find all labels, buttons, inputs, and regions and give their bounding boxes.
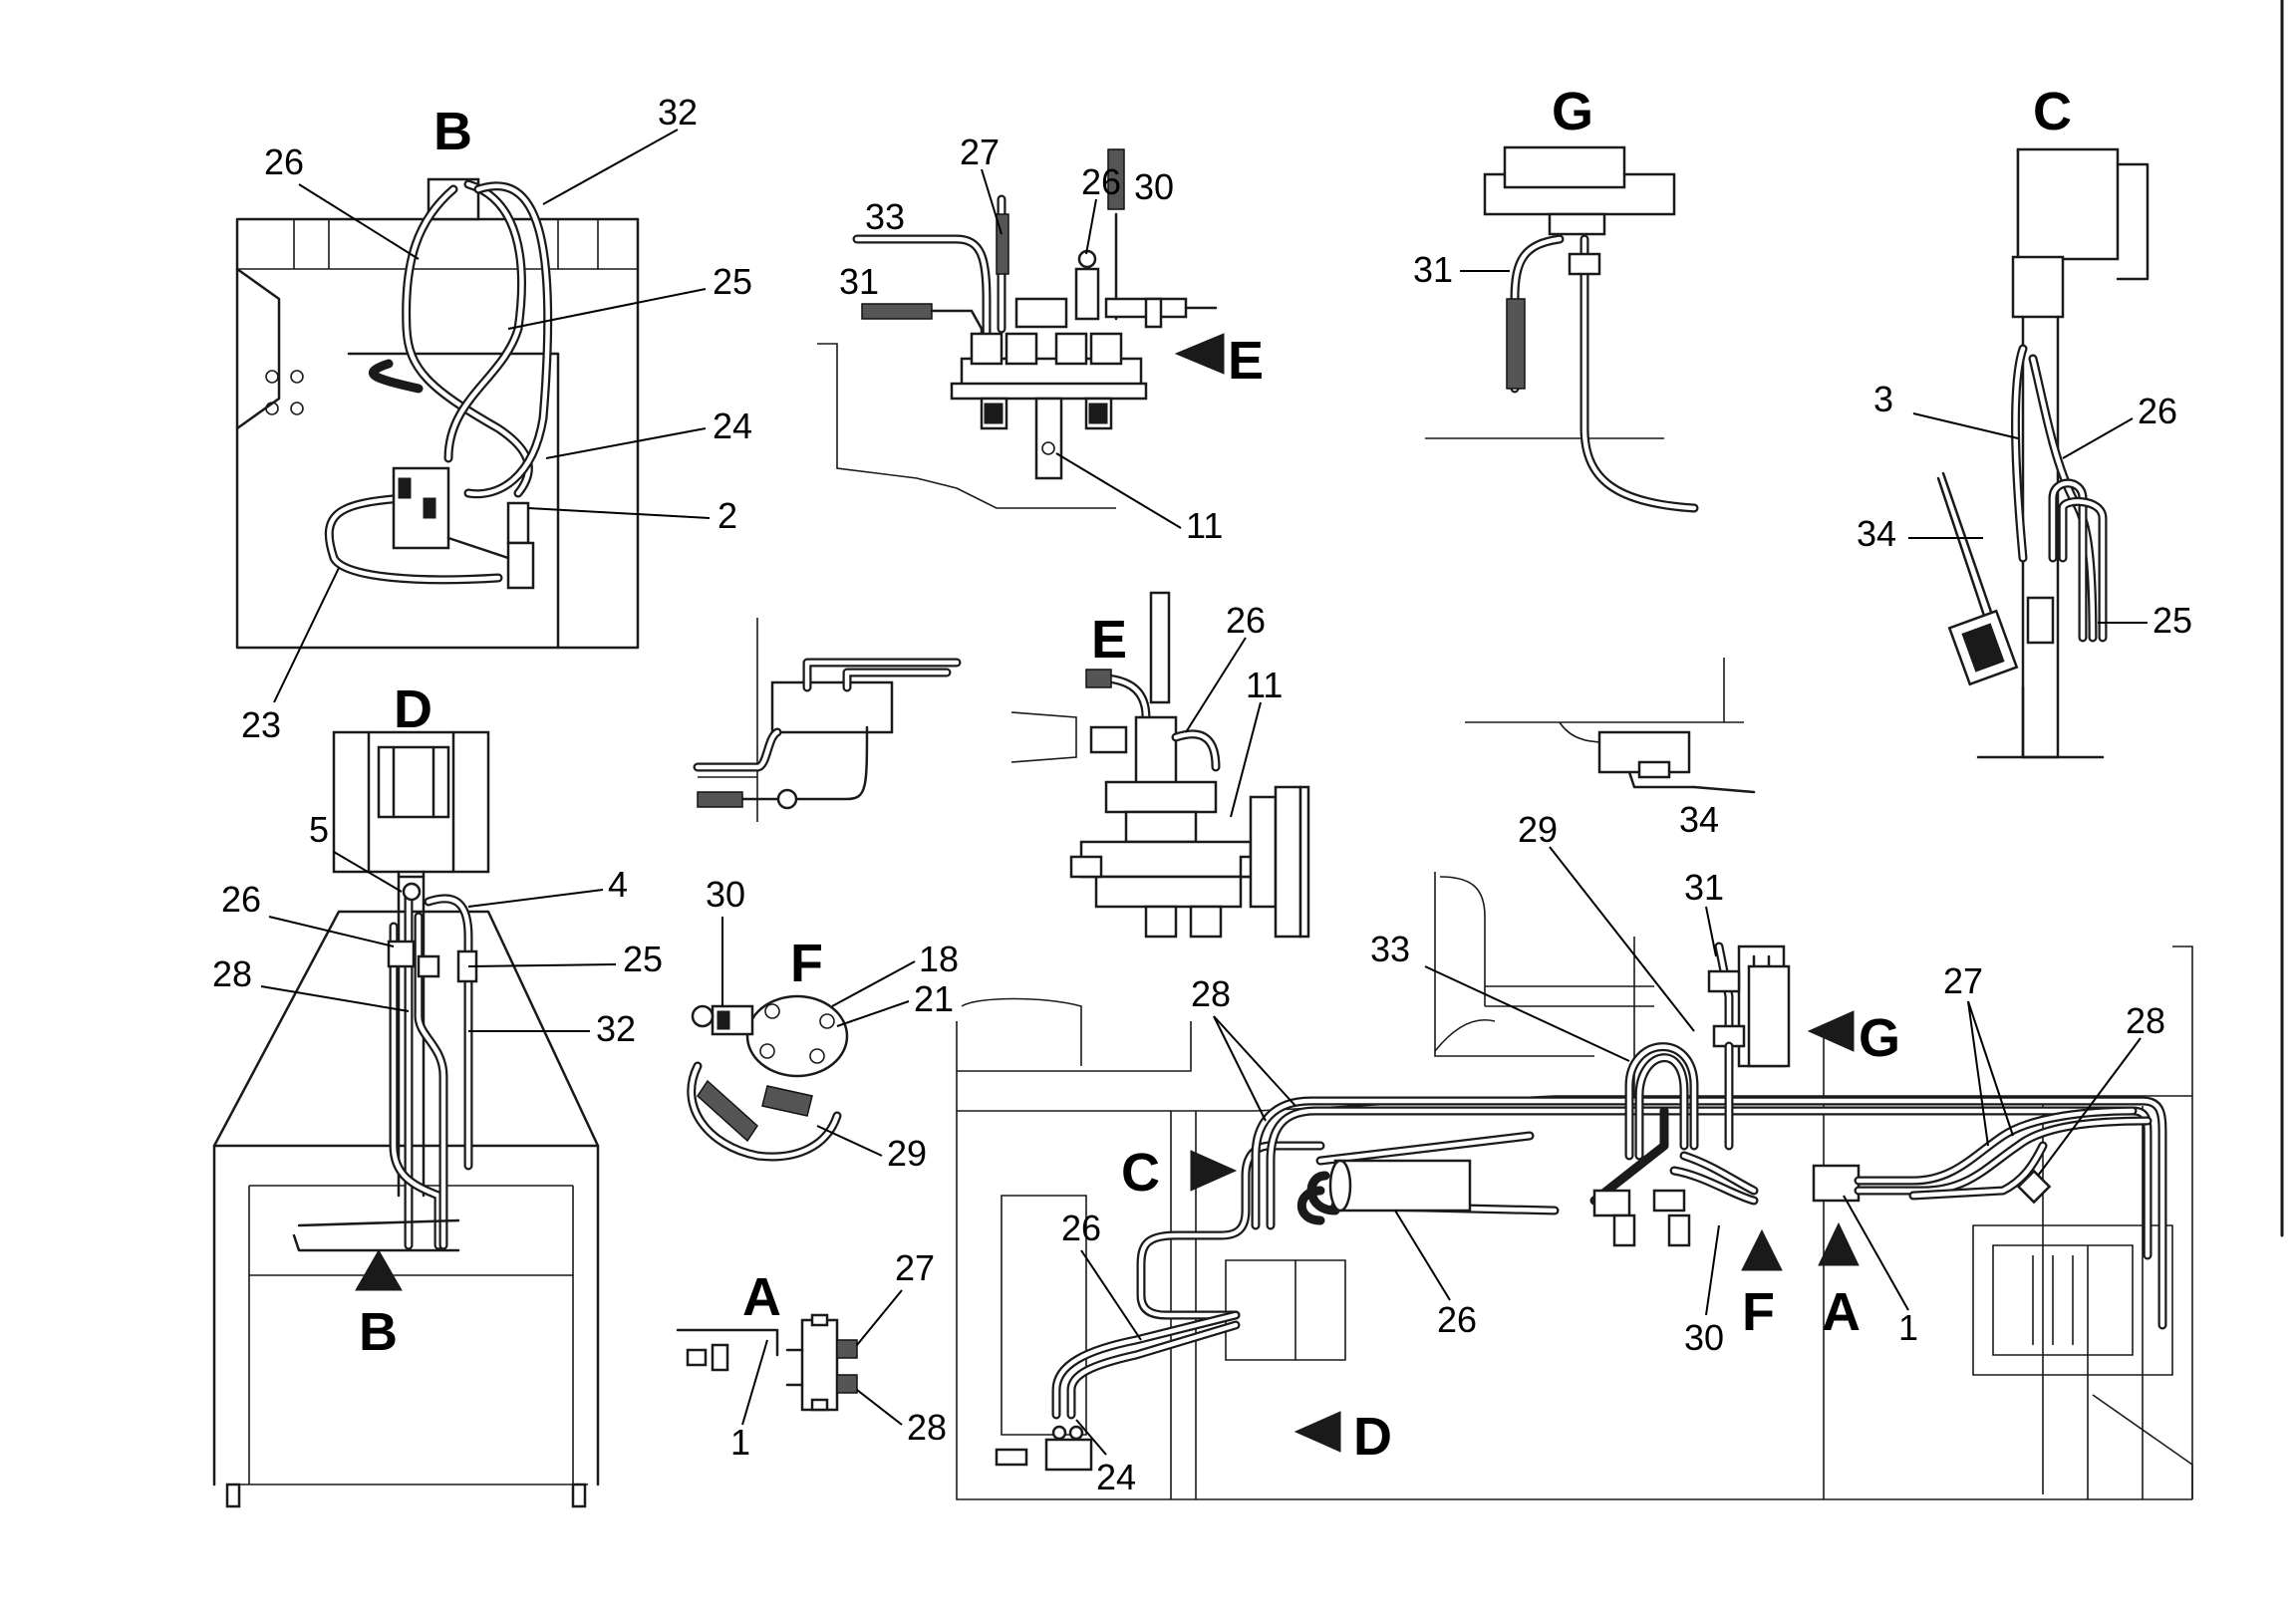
view-d-arrow-label: D: [1353, 1407, 1392, 1467]
view-a-arrow-label: A: [1822, 1282, 1861, 1342]
callout-c-26: 26: [2138, 391, 2177, 431]
view-d-title: D: [394, 679, 432, 739]
callout-d-25: 25: [623, 939, 663, 979]
view-34-sketch: [1465, 658, 1756, 794]
callout-a-28: 28: [907, 1407, 947, 1448]
callout-f-21: 21: [914, 978, 954, 1019]
fitting-sketch: [693, 618, 962, 822]
callout-e-27: 27: [960, 132, 1000, 172]
view-a-title: A: [742, 1267, 781, 1327]
callout-m-1: 1: [1898, 1307, 1918, 1348]
callout-d-28: 28: [212, 953, 252, 994]
callout-e-30: 30: [1134, 166, 1174, 207]
callout-m-28a: 28: [1191, 973, 1231, 1014]
view-e-detail: [817, 148, 1218, 509]
callout-c-3: 3: [1873, 379, 1893, 419]
callout-e2-26: 26: [1226, 600, 1266, 641]
view-d-detail: [212, 730, 600, 1508]
callout-b-32: 32: [658, 92, 698, 133]
callout-e2-11: 11: [1246, 665, 1283, 705]
callout-e-26: 26: [1081, 161, 1121, 202]
callout-d-5: 5: [309, 809, 329, 850]
view-b-title: B: [433, 102, 472, 161]
callout-b-25: 25: [713, 261, 752, 302]
callout-b-2: 2: [718, 495, 737, 536]
view-e2-title: E: [1091, 610, 1127, 670]
callout-a-1: 1: [730, 1422, 750, 1463]
callout-f-18: 18: [919, 939, 959, 979]
callout-e-31: 31: [839, 261, 879, 302]
view-b-arrow: B: [355, 1248, 403, 1362]
view-c-arrow: C: [1121, 1143, 1238, 1203]
main-assembly: [956, 872, 2193, 1500]
callout-s-34: 34: [1679, 799, 1719, 840]
view-e2-detail: [1010, 591, 1310, 939]
view-f-arrow: F: [1741, 1228, 1783, 1342]
view-d-arrow: D: [1293, 1407, 1392, 1467]
callout-b-26: 26: [264, 141, 304, 182]
view-b-detail: [235, 177, 640, 650]
callout-m-30: 30: [1684, 1317, 1724, 1358]
callout-m-26b: 26: [1061, 1208, 1101, 1248]
view-c-detail: [1936, 147, 2150, 759]
callout-m-33: 33: [1370, 929, 1410, 969]
callout-g-31: 31: [1413, 249, 1453, 290]
callout-e-33: 33: [865, 196, 905, 237]
callout-m-29: 29: [1518, 809, 1558, 850]
callout-c-25: 25: [2152, 600, 2192, 641]
callout-f-29: 29: [887, 1133, 927, 1174]
callout-m-28b: 28: [2126, 1000, 2165, 1041]
callout-c-34: 34: [1857, 513, 1896, 554]
view-e-arrow: E: [1174, 331, 1264, 391]
view-g-arrow: G: [1807, 1008, 1900, 1068]
view-b-arrow-label: B: [359, 1302, 398, 1362]
callout-f-30: 30: [706, 874, 745, 915]
callout-m-27: 27: [1943, 960, 1983, 1001]
view-a-detail: [676, 1313, 858, 1412]
view-g-title: G: [1552, 82, 1593, 141]
callout-m-26a: 26: [1437, 1299, 1477, 1340]
callout-d-26: 26: [221, 879, 261, 920]
view-g-detail: [1425, 145, 1699, 513]
callout-d-4: 4: [608, 864, 628, 905]
callout-m-24: 24: [1096, 1457, 1136, 1497]
view-c-title: C: [2033, 82, 2072, 141]
view-e-arrow-label: E: [1228, 331, 1264, 391]
callout-m-31: 31: [1684, 867, 1724, 908]
view-f-detail: [687, 994, 849, 1162]
callout-b-23: 23: [241, 704, 281, 745]
view-a-arrow: A: [1818, 1221, 1861, 1342]
view-f-arrow-label: F: [1742, 1282, 1775, 1342]
view-c-arrow-label: C: [1121, 1143, 1160, 1203]
callout-d-32: 32: [596, 1008, 636, 1049]
view-g-arrow-label: G: [1859, 1008, 1900, 1068]
callout-a-27: 27: [895, 1247, 935, 1288]
callout-e-11: 11: [1186, 505, 1223, 546]
callout-b-24: 24: [713, 405, 752, 446]
view-f-title: F: [790, 934, 823, 993]
